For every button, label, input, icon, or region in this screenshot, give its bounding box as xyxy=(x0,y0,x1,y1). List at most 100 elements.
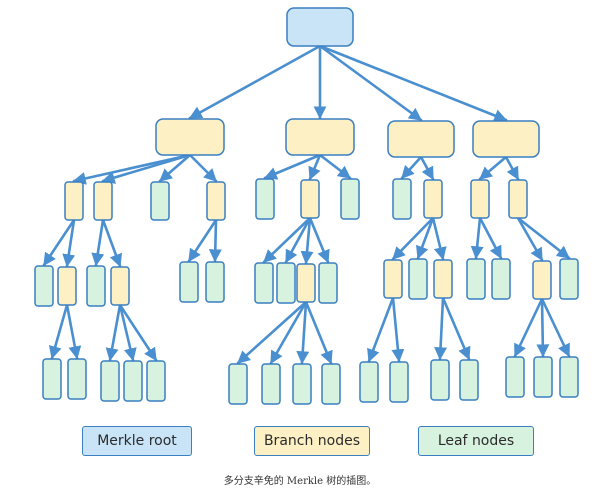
edge-b1-n1 xyxy=(72,153,192,185)
leaf-node-m10 xyxy=(318,262,338,304)
leaf-node-n8 xyxy=(392,178,412,220)
branch-node-n6 xyxy=(300,179,320,219)
edge-b1-n4 xyxy=(188,153,218,183)
edge-m13-l12 xyxy=(434,296,448,361)
edge-m11-l11 xyxy=(391,296,405,363)
branch-node-n9 xyxy=(423,179,443,219)
leaf-node-m7 xyxy=(254,262,274,304)
edge-n9-m13 xyxy=(431,216,447,261)
leaf-node-l12 xyxy=(430,359,450,401)
legend-merkle-root: Merkle root xyxy=(82,426,192,456)
leaf-node-m12 xyxy=(408,258,428,300)
merkle-root-root xyxy=(286,7,354,47)
leaf-node-l4 xyxy=(123,360,143,402)
branch-node-n4 xyxy=(206,181,226,221)
branch-node-n10 xyxy=(470,179,490,219)
leaf-node-l9 xyxy=(321,363,341,405)
branch-node-m2 xyxy=(57,266,77,306)
edge-n11-m17 xyxy=(516,216,571,260)
leaf-node-m5 xyxy=(179,261,199,303)
edge-b2-n5 xyxy=(263,153,322,180)
edge-n4-m5 xyxy=(187,218,218,263)
merkle-tree-diagram xyxy=(34,7,579,405)
edge-m9-l8 xyxy=(296,300,310,365)
branch-node-n11 xyxy=(508,179,528,219)
legend-leaf-nodes: Leaf nodes xyxy=(418,426,534,456)
edge-n6-m9 xyxy=(300,216,314,265)
edge-m16-l14 xyxy=(513,297,544,358)
leaf-node-l16 xyxy=(559,356,579,398)
edge-m9-l9 xyxy=(304,300,333,365)
edge-n11-m16 xyxy=(516,216,544,262)
edge-m16-l16 xyxy=(540,297,571,358)
edge-m2-l1 xyxy=(48,303,69,360)
edge-m13-l13 xyxy=(441,296,471,361)
edge-m4-l4 xyxy=(118,303,137,362)
edge-n2-m3 xyxy=(91,218,105,267)
leaf-node-m8 xyxy=(276,262,296,304)
edge-m4-l3 xyxy=(105,303,122,362)
branch-node-b1 xyxy=(155,118,225,156)
edge-m4-l5 xyxy=(118,303,158,362)
leaf-node-l15 xyxy=(533,356,553,398)
edge-root-b3 xyxy=(318,44,423,122)
branch-node-b2 xyxy=(285,118,355,156)
leaf-node-l5 xyxy=(146,360,166,402)
edge-n2-m4 xyxy=(101,218,123,268)
branch-node-n1 xyxy=(64,181,84,221)
edge-n4-m6 xyxy=(208,218,222,263)
leaf-node-n5 xyxy=(255,178,275,220)
leaf-node-l2 xyxy=(67,358,87,400)
legend-branch-nodes-label: Branch nodes xyxy=(263,433,361,449)
edge-b2-n6 xyxy=(308,153,322,181)
edge-n9-m11 xyxy=(391,216,435,261)
tree-edges xyxy=(42,44,571,365)
leaf-node-l6 xyxy=(228,363,248,405)
leaf-node-l8 xyxy=(292,363,312,405)
edge-n1-m2 xyxy=(62,218,76,268)
branch-node-n2 xyxy=(93,181,113,221)
edge-m2-l2 xyxy=(65,303,82,360)
edge-b3-n9 xyxy=(419,155,435,181)
edge-n9-m12 xyxy=(416,216,435,260)
branch-node-m13 xyxy=(433,259,453,299)
legend-branch-nodes: Branch nodes xyxy=(254,426,370,456)
edge-n10-m14 xyxy=(470,216,484,260)
branch-node-b4 xyxy=(472,120,540,158)
branch-node-b3 xyxy=(387,120,455,158)
branch-node-m9 xyxy=(296,263,316,303)
edge-m16-l15 xyxy=(536,297,550,358)
leaf-node-n3 xyxy=(150,181,170,221)
leaf-node-l1 xyxy=(42,358,62,400)
edge-n1-m1 xyxy=(42,218,76,267)
edge-root-b1 xyxy=(188,44,322,120)
edge-b2-n7 xyxy=(318,153,352,180)
leaf-node-m14 xyxy=(466,258,486,300)
leaf-node-l11 xyxy=(389,361,409,403)
edge-n6-m10 xyxy=(308,216,330,264)
leaf-node-m17 xyxy=(559,258,579,300)
branch-node-m11 xyxy=(383,259,403,299)
edge-root-b4 xyxy=(318,44,508,122)
leaf-node-l7 xyxy=(261,363,281,405)
edge-b1-n3 xyxy=(158,153,192,183)
leaf-node-m15 xyxy=(491,258,511,300)
legend-leaf-nodes-label: Leaf nodes xyxy=(437,433,515,449)
edge-m9-l7 xyxy=(269,300,308,365)
edge-n6-m7 xyxy=(262,216,312,264)
edge-n6-m8 xyxy=(284,216,312,264)
edge-m9-l6 xyxy=(236,300,308,365)
leaf-node-l10 xyxy=(359,361,379,403)
branch-node-m4 xyxy=(110,266,130,306)
leaf-node-m6 xyxy=(205,261,225,303)
legend-merkle-root-label: Merkle root xyxy=(97,433,177,449)
edge-n10-m15 xyxy=(478,216,503,260)
leaf-node-m1 xyxy=(34,265,54,307)
edge-m11-l10 xyxy=(367,296,395,363)
leaf-node-l13 xyxy=(459,359,479,401)
edge-b3-n8 xyxy=(400,155,423,180)
branch-node-m16 xyxy=(532,260,552,300)
leaf-node-l3 xyxy=(100,360,120,402)
leaf-node-l14 xyxy=(505,356,525,398)
edge-b4-n10 xyxy=(478,155,508,181)
